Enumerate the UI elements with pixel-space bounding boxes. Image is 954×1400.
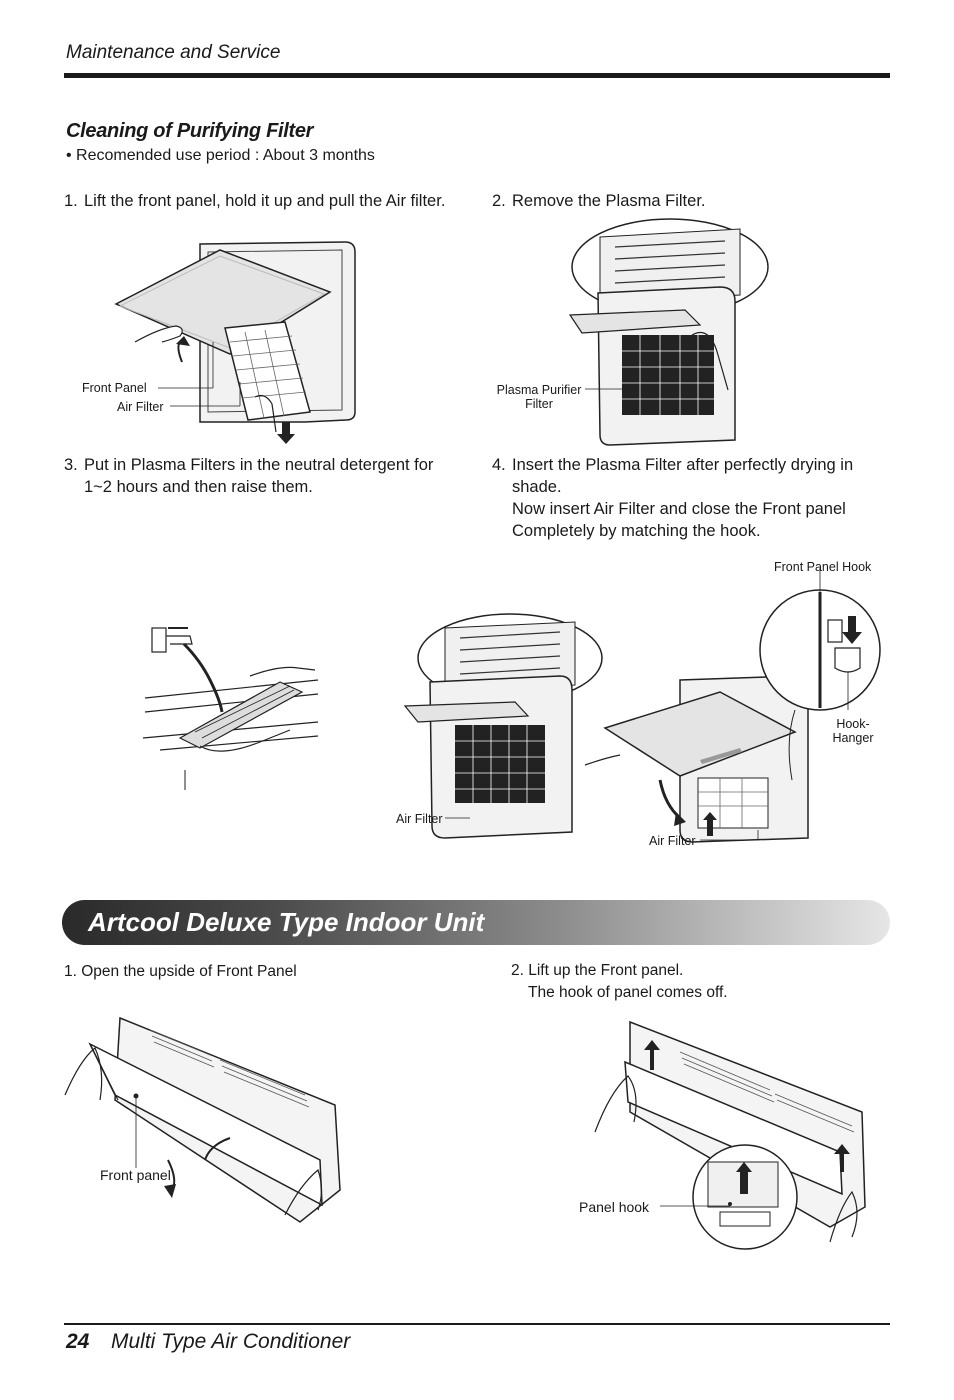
- illustration-close-front-panel: [584, 568, 881, 843]
- step-3: 3. Put in Plasma Filters in the neutral …: [64, 454, 456, 498]
- step-1-text: Lift the front panel, hold it up and pul…: [84, 192, 446, 210]
- step-4-line1: Insert the Plasma Filter after perfectly…: [512, 456, 854, 496]
- step-1: 1. Lift the front panel, hold it up and …: [64, 190, 454, 212]
- label-plasma-purifier-line1: Plasma Purifier: [496, 383, 582, 397]
- step-1-number: 1.: [64, 192, 78, 210]
- footer-rule: [64, 1323, 890, 1325]
- footer-title: Multi Type Air Conditioner: [111, 1330, 351, 1353]
- label-air-filter: Air Filter: [117, 400, 164, 414]
- label-air-filter-2: Air Filter: [396, 812, 443, 826]
- leader-plasma-filter: [585, 388, 623, 390]
- step-4-line2: Now insert Air Filter and close the Fron…: [512, 500, 846, 540]
- label-hook-hanger: Hook- Hanger: [826, 717, 880, 745]
- label-air-filter-3: Air Filter: [649, 834, 696, 848]
- label-hook-hanger-line1: Hook-: [836, 717, 870, 731]
- step-2: 2. Remove the Plasma Filter.: [492, 190, 882, 212]
- illustration-insert-plasma-filter: [403, 613, 603, 839]
- artcool-step-2-line1: 2. Lift up the Front panel.: [511, 962, 684, 979]
- step-4: 4. Insert the Plasma Filter after perfec…: [492, 454, 890, 542]
- page-number: 24: [66, 1330, 90, 1353]
- artcool-step-1: 1. Open the upside of Front Panel: [64, 963, 297, 980]
- label-plasma-purifier-filter: Plasma Purifier Filter: [494, 383, 584, 411]
- step-2-number: 2.: [492, 192, 506, 210]
- artcool-step-2: 2. Lift up the Front panel. The hook of …: [511, 960, 728, 1004]
- illustration-wash-plasma-filter: [142, 627, 319, 790]
- illustration-lift-front-panel: [114, 241, 356, 444]
- section-banner: Artcool Deluxe Type Indoor Unit: [62, 900, 890, 945]
- label-panel-hook: Panel hook: [579, 1199, 650, 1215]
- step-3-number: 3.: [64, 456, 78, 474]
- label-hook-hanger-line2: Hanger: [832, 731, 874, 745]
- recommended-period: • Recomended use period : About 3 months: [66, 147, 375, 164]
- illustration-open-front-panel: [64, 1016, 341, 1223]
- banner-title: Artcool Deluxe Type Indoor Unit: [88, 907, 485, 937]
- artcool-step-2-line2: The hook of panel comes off.: [528, 984, 728, 1001]
- step-2-text: Remove the Plasma Filter.: [512, 192, 706, 210]
- illustration-remove-plasma-filter: [568, 218, 769, 446]
- label-front-panel: Front Panel: [82, 381, 147, 395]
- label-front-panel-hook: Front Panel Hook: [774, 560, 872, 574]
- section-title: Cleaning of Purifying Filter: [66, 120, 314, 142]
- label-plasma-purifier-line2: Filter: [525, 397, 553, 411]
- label-front-panel-lower: Front panel: [100, 1167, 171, 1183]
- illustration-lift-front-panel-hook: [594, 1020, 866, 1250]
- header-rule: [64, 73, 890, 78]
- header-title: Maintenance and Service: [66, 42, 281, 63]
- step-3-text: Put in Plasma Filters in the neutral det…: [84, 456, 434, 496]
- step-4-number: 4.: [492, 456, 506, 474]
